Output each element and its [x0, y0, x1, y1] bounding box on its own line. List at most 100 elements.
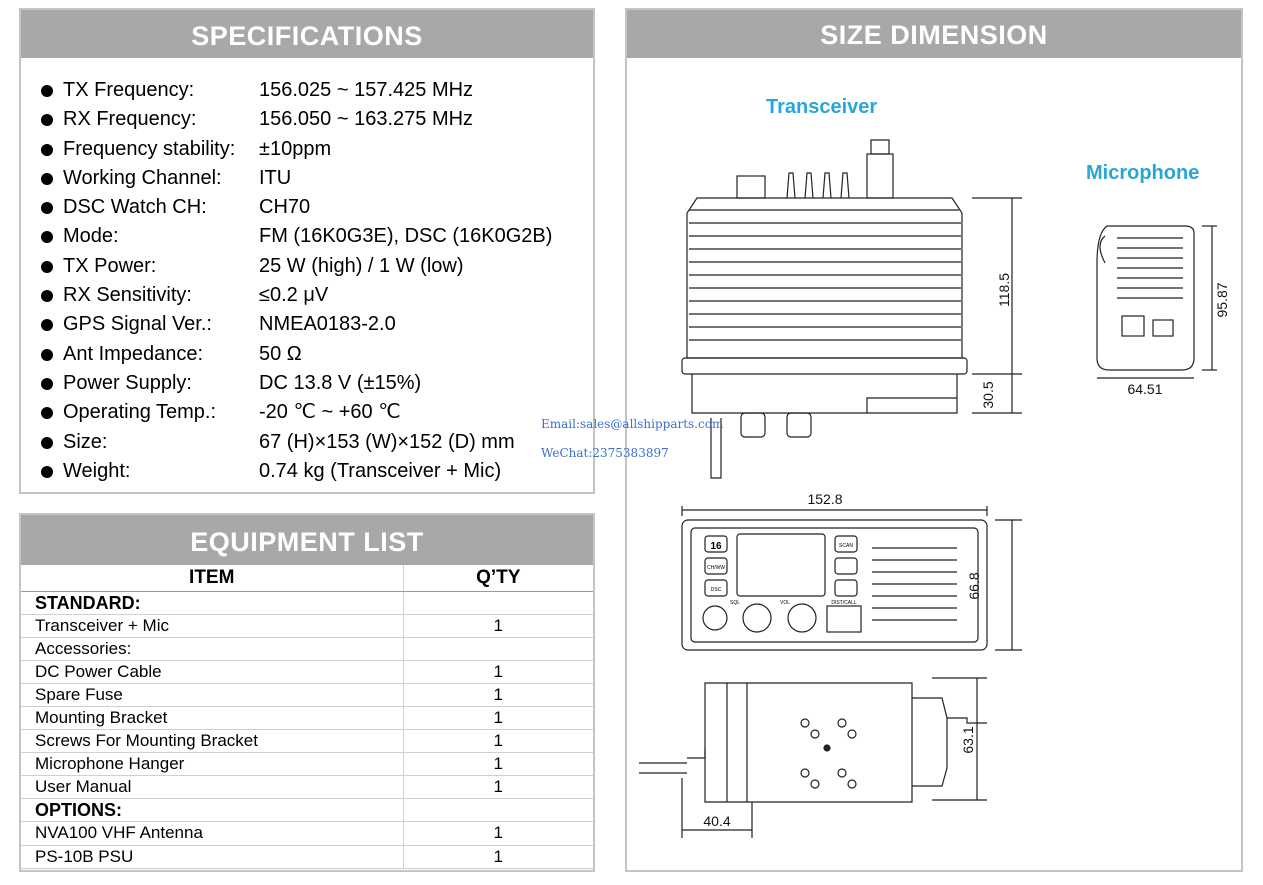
dim-mic-width: 64.51: [1127, 381, 1162, 397]
spec-value: 0.74 kg (Transceiver + Mic): [259, 459, 502, 482]
microphone-label: Microphone: [1086, 162, 1200, 184]
spec-value: 156.050 ~ 163.275 MHz: [259, 108, 474, 131]
equipment-section-row: OPTIONS:: [21, 798, 593, 823]
spec-value: 156.025 ~ 157.425 MHz: [259, 79, 474, 101]
dim-height-base: 30.5: [980, 381, 996, 408]
equipment-section-row: STANDARD:: [21, 591, 593, 615]
equipment-qty: 1: [402, 660, 593, 684]
specifications-panel: SPECIFICATIONS TX Frequency:156.025 ~ 15…: [19, 8, 595, 494]
bullet-icon: [41, 348, 53, 361]
bullet-icon: [41, 436, 53, 449]
equipment-qty: 1: [402, 706, 593, 731]
equipment-qty: 1: [402, 821, 593, 846]
bullet-icon: [41, 143, 53, 156]
button-chww-label: CH/WW: [707, 565, 725, 571]
spec-value: 50 Ω: [259, 342, 302, 365]
equipment-qty: [402, 591, 593, 615]
bullet-icon: [41, 465, 53, 478]
spec-value: ±10ppm: [259, 137, 332, 160]
spec-value: ITU: [259, 166, 292, 189]
dim-mic-height: 95.87: [1214, 282, 1230, 317]
watermark-wechat: WeChat:2375383897: [541, 446, 669, 460]
spec-value: DC 13.8 V (±15%): [259, 371, 422, 394]
spec-label: RX Frequency:: [63, 108, 197, 131]
equipment-qty: 1: [402, 845, 593, 869]
spec-label: Working Channel:: [63, 166, 222, 189]
bullet-icon: [41, 202, 53, 215]
bullet-icon: [41, 231, 53, 244]
col-qty-header: Q’TY: [402, 565, 593, 592]
specifications-title: SPECIFICATIONS: [21, 10, 593, 58]
bullet-icon: [41, 260, 53, 273]
spec-value: FM (16K0G3E), DSC (16K0G2B): [259, 225, 553, 248]
spec-value: 67 (H)×153 (W)×152 (D) mm: [259, 430, 515, 453]
equipment-qty: 1: [402, 752, 593, 777]
spec-label: TX Power:: [63, 254, 157, 277]
knob-sql-label: SQL: [730, 600, 740, 606]
bullet-icon: [41, 290, 53, 303]
equipment-item: User Manual: [21, 775, 403, 800]
spec-label: RX Sensitivity:: [63, 284, 192, 307]
equipment-item: Microphone Hanger: [21, 752, 403, 777]
equipment-item: OPTIONS:: [21, 798, 403, 823]
bullet-icon: [41, 407, 53, 420]
bullet-icon: [41, 377, 53, 390]
spec-value: CH70: [259, 196, 311, 219]
spec-label: Power Supply:: [63, 371, 192, 394]
dim-depth-height: 63.1: [960, 726, 976, 753]
spec-label: Weight:: [63, 459, 131, 482]
transceiver-side-drawing: [681, 139, 1022, 479]
dimension-drawings: 118.5 30.5 95.87 64.51 152.8 66.8 63.1 4…: [639, 139, 1230, 838]
spec-value: ≤0.2 μV: [259, 284, 329, 307]
transceiver-label: Transceiver: [766, 96, 878, 118]
spec-value: -20 ℃ ~ +60 ℃: [259, 401, 401, 424]
equipment-qty: [402, 798, 593, 823]
dim-width: 152.8: [807, 491, 842, 507]
spec-label: Mode:: [63, 225, 119, 248]
equipment-qty: 1: [402, 683, 593, 707]
equipment-qty: 1: [402, 775, 593, 800]
equipment-list-title: EQUIPMENT LIST: [21, 515, 593, 565]
bullet-icon: [41, 172, 53, 185]
equipment-item: DC Power Cable: [21, 660, 403, 684]
equipment-item: Screws For Mounting Bracket: [21, 729, 403, 754]
equipment-row: Accessories:: [21, 637, 593, 661]
microphone-drawing: [1096, 225, 1217, 379]
bullet-icon: [41, 319, 53, 332]
bullet-icon: [41, 85, 53, 97]
equipment-qty: 1: [402, 729, 593, 754]
equipment-item: Spare Fuse: [21, 683, 403, 707]
bullet-icon: [41, 114, 53, 127]
equipment-item: Accessories:: [21, 637, 403, 661]
spec-value: NMEA0183-2.0: [259, 313, 396, 336]
equipment-item: Transceiver + Mic: [21, 614, 403, 638]
transceiver-top-drawing: [639, 677, 987, 838]
spec-label: Frequency stability:: [63, 137, 236, 160]
size-dimension-title: SIZE DIMENSION: [627, 10, 1241, 58]
dim-depth-offset: 40.4: [703, 813, 730, 829]
spec-label: Operating Temp.:: [63, 401, 217, 424]
dim-front-height: 66.8: [966, 572, 982, 599]
button-dsc-label: DSC: [711, 587, 722, 593]
spec-label: Ant Impedance:: [63, 342, 204, 365]
button-scan-label: SCAN: [839, 543, 853, 549]
equipment-qty: 1: [402, 614, 593, 638]
spec-label: Size:: [63, 430, 108, 453]
equipment-item: STANDARD:: [21, 591, 403, 615]
size-dimension-panel: SIZE DIMENSION Transceiver Microphone: [625, 8, 1243, 872]
transceiver-front-drawing: [681, 506, 1022, 651]
equipment-item: NVA100 VHF Antenna: [21, 821, 403, 846]
dim-height-main: 118.5: [996, 273, 1012, 307]
spec-label: DSC Watch CH:: [63, 196, 207, 219]
button-16-label: 16: [710, 541, 722, 552]
